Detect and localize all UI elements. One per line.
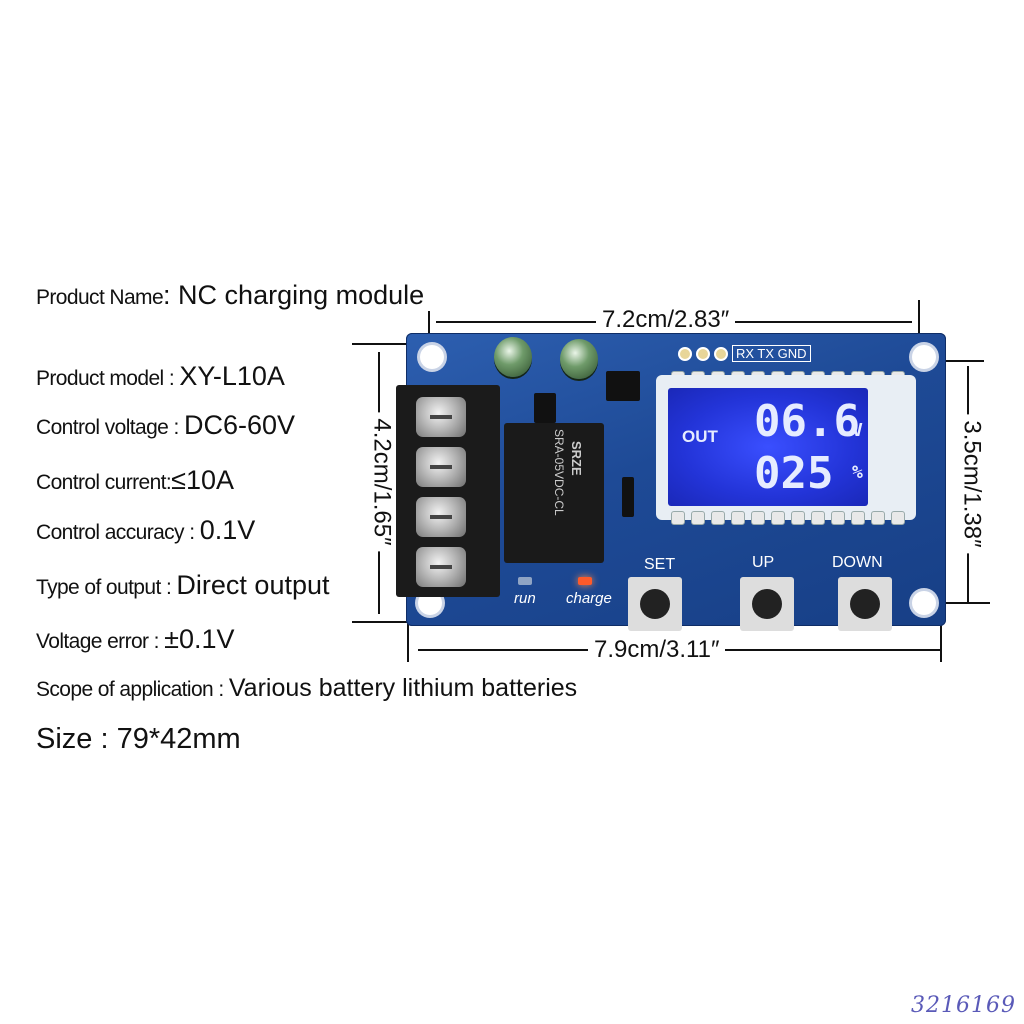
terminal-screw (416, 497, 466, 537)
terminal-screw (416, 447, 466, 487)
spec-product-model: Product model : XY-L10A (36, 361, 285, 391)
lcd-unit-v: V (852, 420, 863, 441)
set-button-label: SET (644, 556, 676, 573)
spec-control-current: Control current:≤10A (36, 465, 234, 495)
terminal-screw (416, 397, 466, 437)
diode (622, 477, 634, 517)
up-button-label: UP (752, 554, 775, 571)
spec-voltage-error: Voltage error : ±0.1V (36, 624, 235, 654)
lcd-unit-percent: % (852, 462, 863, 483)
watermark: 3216169 (911, 993, 1016, 1018)
down-button-label: DOWN (832, 554, 883, 571)
transistor (534, 393, 556, 423)
down-button[interactable] (838, 577, 892, 631)
lcd-display: OUT 06.6 V 025 % (668, 388, 868, 506)
lcd-out-label: OUT (682, 427, 718, 446)
run-led (518, 577, 532, 585)
dim-left-tick-top (352, 343, 412, 345)
ic-chip (606, 371, 640, 401)
mount-hole-top-left (420, 345, 444, 369)
charge-led-label: charge (566, 590, 612, 607)
spec-scope-of-application: Scope of application : Various battery l… (36, 674, 578, 702)
dim-bottom-tick-left (407, 616, 409, 662)
spec-control-voltage: Control voltage : DC6-60V (36, 410, 296, 440)
spec-product-name: Product Name: NC charging module (36, 280, 425, 310)
lcd-percent-readout: 025 (754, 448, 834, 499)
dim-left-tick-bottom (352, 621, 412, 623)
dim-bottom-label: 7.9cm/3.11″ (588, 638, 726, 662)
lcd-pins-bottom (671, 511, 905, 525)
spec-type-of-output: Type of output : Direct output (36, 570, 330, 600)
dim-right-tick-top (930, 360, 984, 362)
screw-terminal-block (396, 385, 500, 597)
capacitor (560, 339, 598, 379)
relay: SRA-05VDC-CL SRZE (504, 423, 604, 563)
uart-header-label: RX TX GND (732, 345, 811, 362)
uart-header: RX TX GND (678, 345, 811, 362)
charge-led (578, 577, 592, 585)
set-button[interactable] (628, 577, 682, 631)
terminal-screw (416, 547, 466, 587)
run-led-label: run (514, 590, 536, 607)
spec-size: Size : 79*42mm (36, 723, 241, 755)
dim-top-label: 7.2cm/2.83″ (596, 308, 736, 332)
charging-module-board: SRA-05VDC-CL SRZE RX TX GND OUT 06.6 V 0… (396, 333, 946, 631)
dim-top-tick-right (918, 300, 920, 350)
dim-right-tick-bottom (930, 602, 990, 604)
capacitor (494, 337, 532, 377)
header-pin (714, 346, 728, 361)
dim-right-label: 3.5cm/1.38″ (959, 414, 986, 554)
dim-left-label: 4.2cm/1.65″ (369, 412, 396, 552)
mount-hole-top-right (912, 345, 936, 369)
header-pin (696, 346, 710, 361)
spec-control-accuracy: Control accuracy : 0.1V (36, 515, 256, 545)
lcd-voltage-readout: 06.6 (754, 396, 860, 447)
up-button[interactable] (740, 577, 794, 631)
dim-bottom-tick-right (940, 616, 942, 662)
header-pin (678, 346, 692, 361)
mount-hole-bottom-right (912, 591, 936, 615)
